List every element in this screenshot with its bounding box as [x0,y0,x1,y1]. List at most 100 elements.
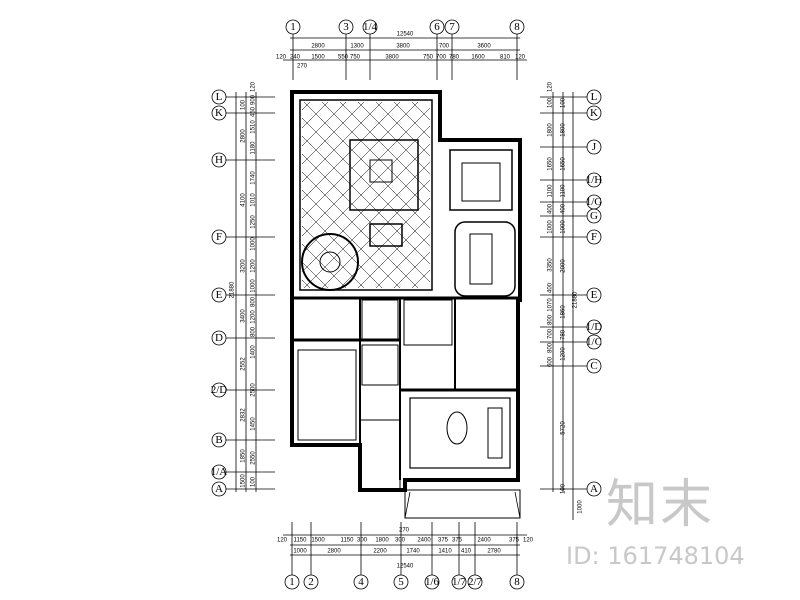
tile-line [302,243,347,288]
dimension-text: 240 [290,55,301,61]
axis-label: L [591,91,598,103]
tile-line [375,102,430,157]
tile-line [321,102,430,211]
dimension-text: 120 [515,55,526,61]
dimension-text: 1200 [561,347,567,361]
dimension-text: 21880 [230,281,236,298]
dimension-text: 1650 [561,157,567,171]
dimension-text: 1250 [251,215,257,229]
axis-label: A [215,483,223,495]
dimension-text: 400 [561,203,567,214]
dimension-text: 2200 [373,549,387,555]
tile-line [393,251,430,288]
dimension-text: 100 [548,97,554,108]
tile-line [321,179,430,288]
dimension-text: 450 [251,106,257,117]
tile-line [429,102,430,103]
axis-label: 1/G [586,196,603,208]
dimension-text: 1200 [251,259,257,273]
tile-line [302,102,383,183]
dimension-text: 375 [509,538,520,544]
dimension-text: 800 [548,314,554,325]
tile-line [303,102,430,229]
tile-line [302,0,430,84]
dimension-text: 800 [251,326,257,337]
axis-label: K [215,107,223,119]
dimension-text: 1000 [561,220,567,234]
dimension-text: 1800 [548,123,554,137]
axis-label: 1/4 [363,21,378,33]
tile-line [302,102,329,129]
dimension-text: 2780 [487,549,501,555]
dimension-text: 2400 [477,538,491,544]
dimension-text: 800 [548,342,554,353]
dimension-text: 2550 [251,451,257,465]
dimension-text: 1300 [350,44,364,50]
dimension-text: 1450 [251,417,257,431]
dimension-text: 300 [357,538,368,544]
dimension-text: 1150 [294,538,308,544]
dimension-text: 1000 [251,237,257,251]
dimension-text: 21880 [573,291,579,308]
tile-line [302,102,401,201]
axis-label: F [216,231,222,243]
tile-line [302,102,347,147]
dimension-text: 120 [276,55,287,61]
tile-line [357,215,430,288]
tile-line [302,207,383,288]
tile-line [302,153,430,283]
dimension-text: 1600 [471,55,485,61]
dimension-text: 1510 [251,120,257,134]
dimension-text: 1000 [251,279,257,293]
axis-label: 1 [290,21,296,33]
dimension-text: 900 [251,94,257,105]
watermark-logo: 知末 [606,475,715,535]
tile-line [302,261,329,288]
dimension-text: 700 [439,44,450,50]
dimension-text: 750 [350,55,361,61]
dimension-text: 780 [449,55,460,61]
dimension-text: 700 [436,55,447,61]
dimension-text: 1500 [311,55,325,61]
floor-tile-pattern [302,0,430,470]
dimension-text: 1000 [578,500,584,514]
dimension-text: 2800 [327,549,341,555]
axis-label: 4 [358,576,364,588]
axis-label: E [591,289,598,301]
dimension-text: 1860 [561,305,567,319]
dimension-text: 300 [395,538,406,544]
tile-line [339,197,430,288]
tile-line [302,135,430,265]
dimension-text: 270 [297,64,308,70]
axis-label: 1/H [586,174,603,186]
tile-line [302,225,365,288]
dimension-text: 3400 [241,309,247,323]
axis-label: 5 [398,576,404,588]
dimension-text: 100 [251,476,257,487]
watermark-id: ID: 161748104 [566,542,745,570]
tile-line [303,161,430,288]
tile-line [302,342,430,470]
dimension-text: 2832 [241,408,247,422]
tile-line [302,143,430,273]
tile-line [302,102,365,165]
dimension-text: 1000 [293,549,307,555]
dimension-text: 2552 [241,357,247,371]
dimension-text: 3800 [385,55,399,61]
tile-line [302,298,430,426]
axis-label: 1/C [586,336,602,348]
dimension-text: 1740 [406,549,420,555]
axis-label: 8 [514,21,520,33]
axis-label: 7 [449,21,455,33]
axis-label: K [590,107,598,119]
dimension-text: 1200 [251,310,257,324]
dimension-text: 550 [338,55,349,61]
dimension-text: 3350 [548,258,554,272]
axis-label: D [215,332,223,344]
dimension-text: 120 [548,81,554,92]
axis-label: F [591,231,597,243]
dimension-text: 120 [523,538,534,544]
dimension-text: 600 [548,356,554,367]
dimension-text: 2400 [417,538,431,544]
axis-label: 1 [289,576,295,588]
